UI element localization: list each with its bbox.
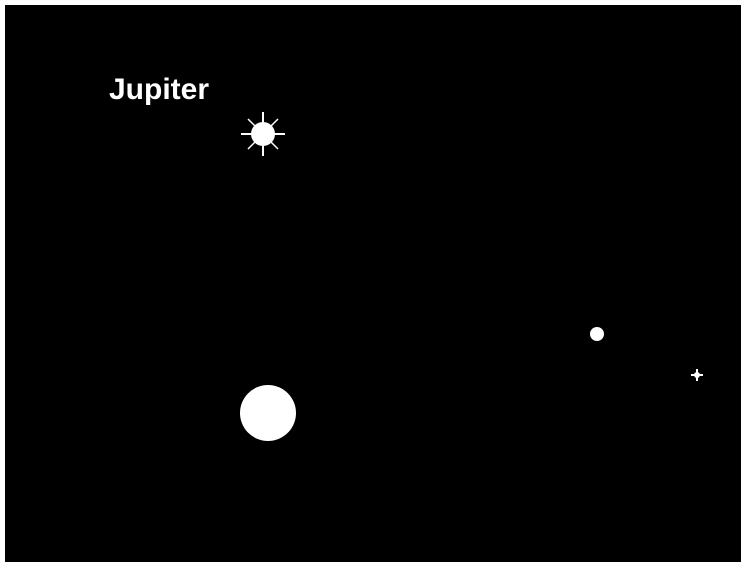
sky-bodies	[5, 5, 741, 562]
small-dot-icon	[590, 327, 604, 341]
large-dot-icon	[240, 385, 296, 441]
tiny-star-icon	[691, 369, 703, 381]
jupiter-sparkle-icon	[241, 112, 285, 156]
night-sky: Jupiter	[5, 5, 741, 562]
